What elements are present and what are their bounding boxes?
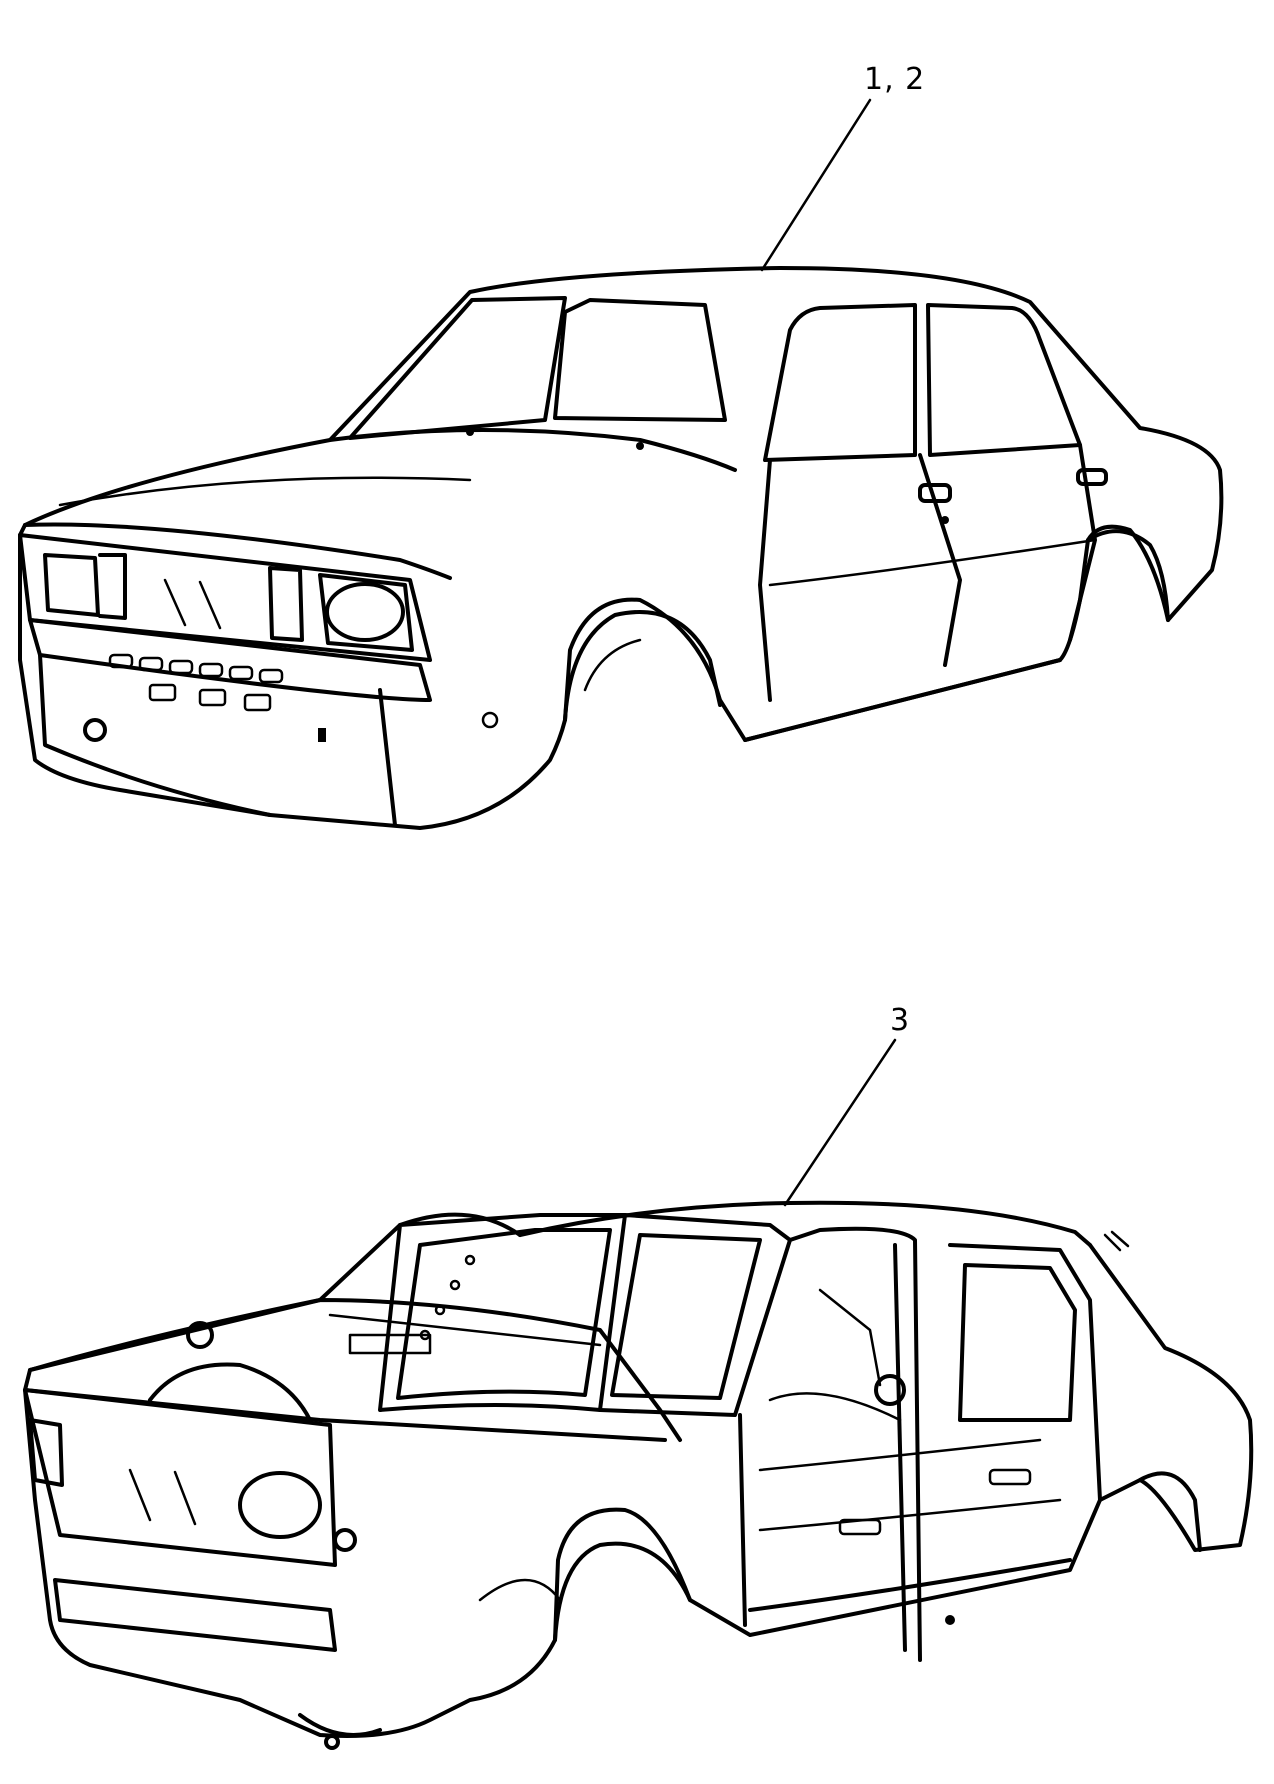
bw-front-window-frame — [598, 1213, 792, 1417]
callout-label-3: 3 — [890, 1003, 911, 1038]
door-belt-crease — [768, 538, 1097, 587]
bw-grille-slots — [128, 1468, 197, 1526]
pillar-brace — [818, 1288, 882, 1387]
bw-windshield-inner — [396, 1228, 612, 1400]
bw-front-wheel-arch — [553, 1541, 692, 1642]
strut-tower — [148, 1362, 312, 1422]
front-fender-rail — [23, 1388, 667, 1442]
lower-apron — [38, 653, 272, 817]
engine-bay-rim — [28, 1298, 682, 1442]
front-panel-slots — [108, 653, 284, 712]
bw-arch-inner — [478, 1578, 562, 1602]
front-arch-inner — [583, 638, 642, 692]
c-pillar-marks — [1103, 1230, 1130, 1252]
floor-hole — [874, 1374, 906, 1406]
floor-slot-2 — [988, 1468, 1032, 1486]
bw-left-headlamp — [28, 1418, 64, 1487]
sill-line — [743, 658, 1062, 742]
front-door-handle — [918, 483, 952, 503]
bw-front-window-inner — [610, 1233, 762, 1400]
front-wheel-arch — [563, 610, 722, 722]
rear-door-opening — [948, 1243, 1102, 1502]
rear-wheel-arch — [1086, 529, 1170, 622]
front-crossmember — [28, 618, 432, 702]
leader-line-3 — [783, 1038, 897, 1207]
rear-door-window — [926, 303, 1082, 457]
body-in-white-drawing — [23, 1038, 1254, 1750]
rear-quarter-opening — [958, 1263, 1077, 1422]
rear-door-handle — [1076, 468, 1108, 486]
hood-dot — [636, 442, 644, 450]
lower-bracket — [298, 1713, 382, 1737]
callout-label-1-2: 1, 2 — [864, 62, 926, 97]
front-door-window — [763, 303, 917, 462]
floor-crossmember-2 — [758, 1438, 1042, 1472]
right-headlamp-opening — [325, 582, 405, 642]
hood-crease — [58, 476, 472, 507]
left-headlamp-housing — [43, 553, 100, 617]
front-door-leading-edge — [758, 458, 772, 702]
apron-slot — [318, 728, 326, 742]
door-dot — [941, 516, 949, 524]
bw-right-headlamp — [238, 1471, 322, 1539]
body-outline — [18, 266, 1224, 830]
grille-slots — [163, 578, 222, 630]
seat-mount — [768, 1392, 902, 1422]
tow-eye-hole — [83, 718, 107, 742]
bw-fender-hole — [333, 1528, 357, 1552]
firewall-panel — [348, 1333, 432, 1355]
radiator-support-left — [98, 553, 127, 620]
windshield-frame — [348, 296, 567, 440]
b-pillar-inner — [893, 1243, 907, 1652]
sill-jack-point — [945, 1615, 955, 1625]
a-pillar-lower — [738, 1413, 747, 1627]
front-quarter-window — [553, 298, 727, 422]
b-pillar — [788, 1226, 922, 1662]
firewall-top — [328, 1313, 602, 1347]
bw-rear-wheel-arch — [1138, 1471, 1202, 1552]
hood-front-edge — [23, 522, 452, 580]
radiator-support-right — [268, 566, 304, 642]
front-panel — [18, 533, 432, 662]
bw-sill — [748, 1558, 1072, 1612]
b-pillar-door-shut — [918, 453, 962, 667]
leader-line-1-2 — [760, 98, 872, 272]
floor-slot-1 — [838, 1518, 882, 1536]
frame-outline — [23, 1212, 1254, 1738]
bay-hole — [186, 1321, 214, 1349]
complete-body-shell-drawing — [18, 98, 1224, 830]
floor-crossmember-1 — [758, 1498, 1062, 1532]
roof-line — [518, 1200, 1092, 1247]
fender-hole — [481, 711, 499, 729]
lower-bolt — [324, 1734, 340, 1750]
apron-seam — [378, 688, 397, 827]
bw-front-crossmember — [53, 1578, 337, 1652]
right-headlamp-housing — [318, 573, 414, 652]
cowl-dot — [466, 428, 474, 436]
bw-front-panel — [23, 1388, 337, 1567]
